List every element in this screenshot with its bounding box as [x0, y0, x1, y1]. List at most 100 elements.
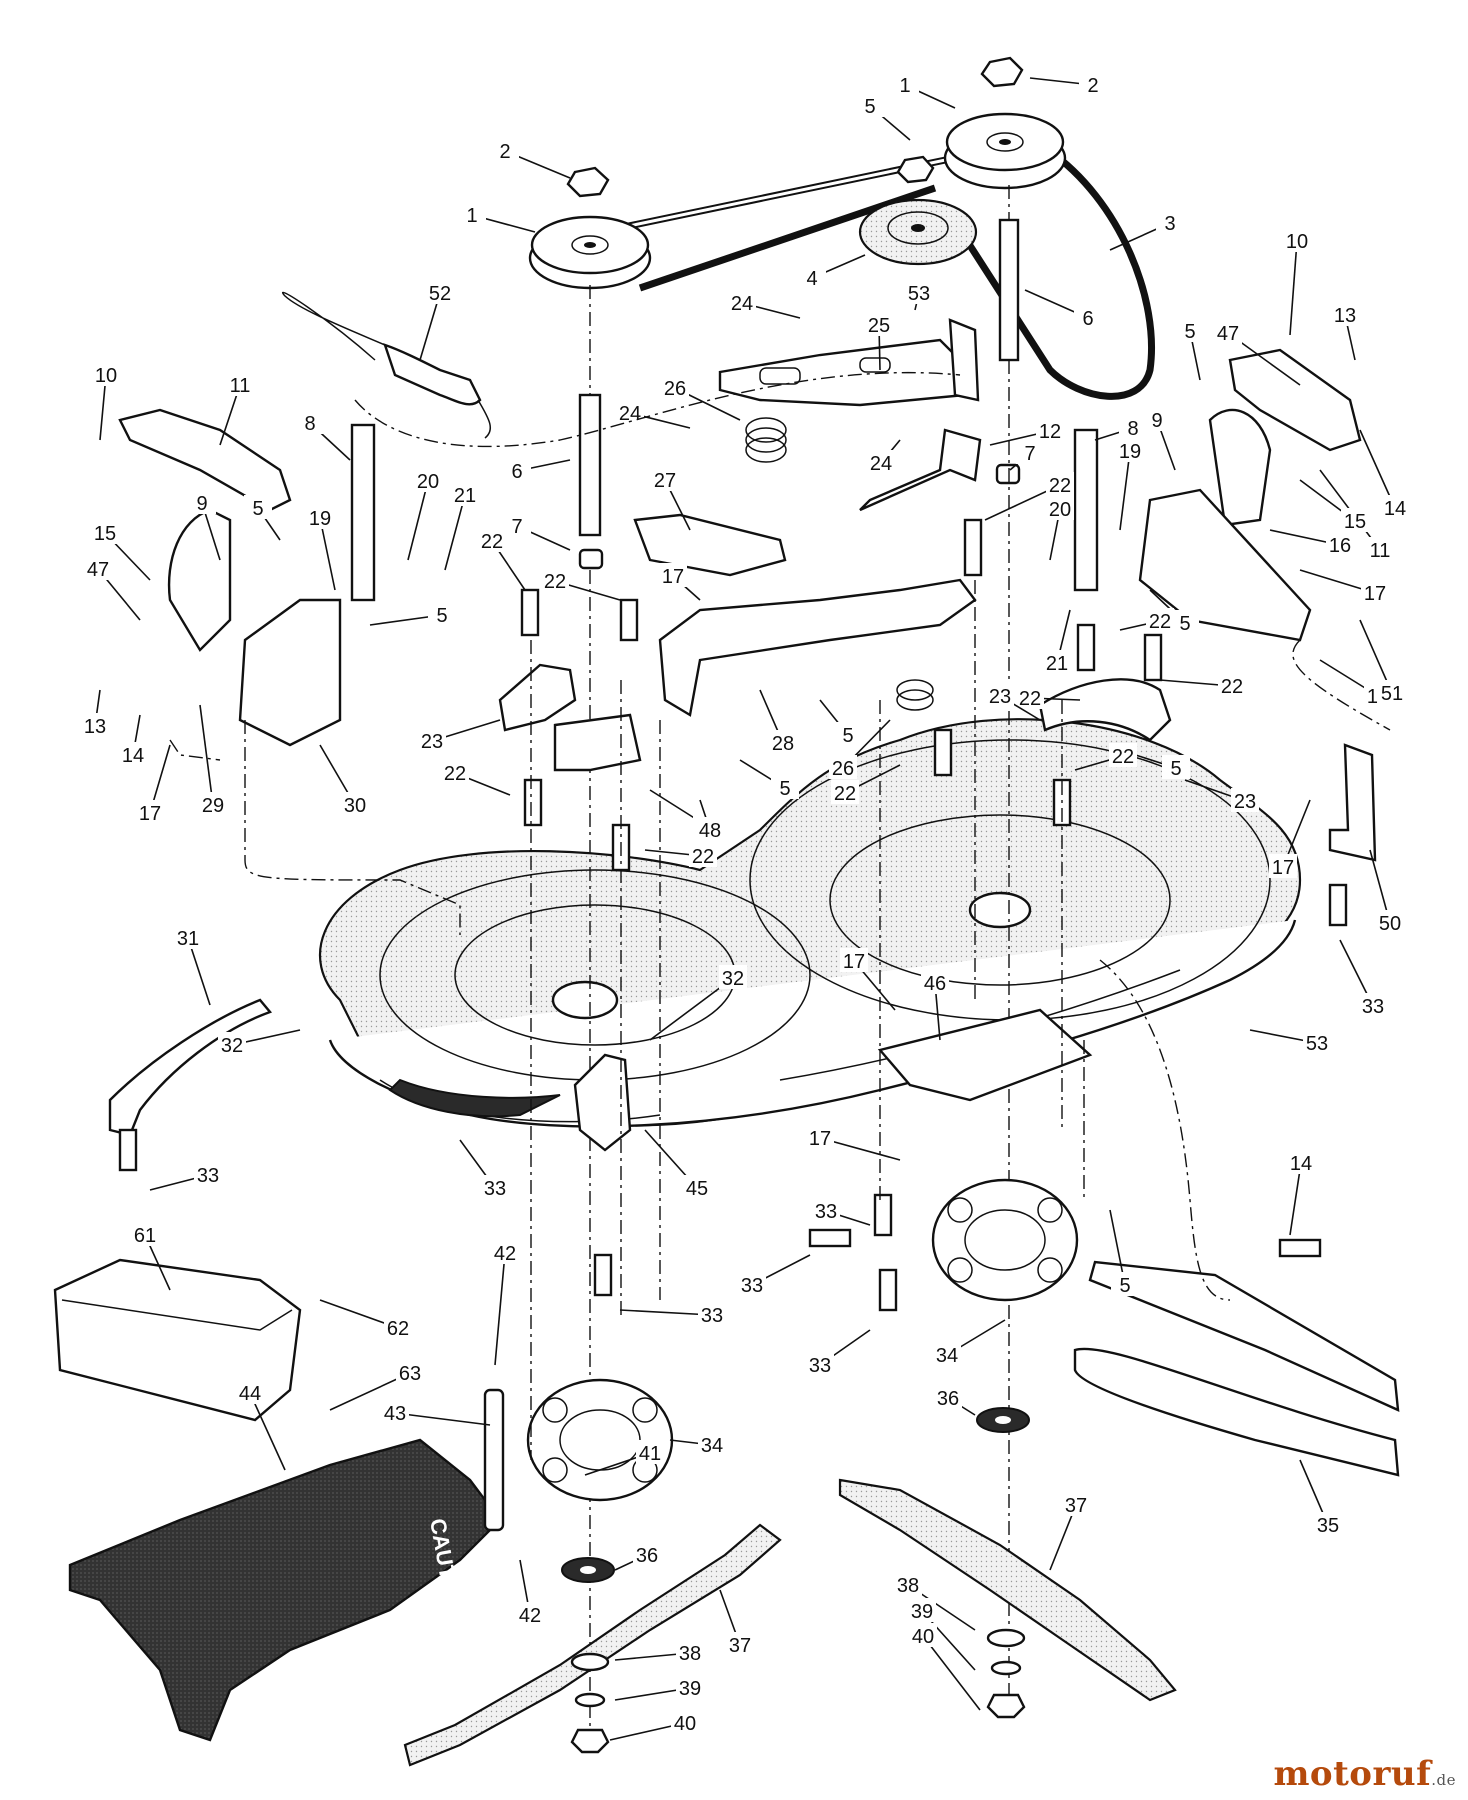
leader-line [319, 517, 336, 591]
part-number-label: 24 [731, 293, 753, 315]
label-background [218, 1032, 246, 1056]
part-number-label: 33 [197, 1165, 219, 1187]
label-background [226, 372, 254, 396]
part-number-label: 42 [494, 1243, 516, 1265]
part-number-label: 39 [911, 1601, 933, 1623]
label-background [1146, 608, 1174, 632]
label-background [81, 713, 109, 737]
label-background [1046, 472, 1074, 496]
part-number-label: 17 [662, 566, 684, 588]
part-number-label: 40 [674, 1713, 696, 1735]
label-background [1176, 318, 1204, 342]
part-number-label: 52 [429, 283, 451, 305]
label-background [306, 505, 334, 529]
label-background [905, 280, 933, 304]
label-background [458, 202, 486, 226]
part-number-label: 53 [1306, 1033, 1328, 1055]
label-background [1119, 415, 1147, 439]
pivot-rod [483, 1388, 505, 1532]
part-number-label: 9 [196, 493, 207, 515]
part-number-label: 33 [701, 1305, 723, 1327]
part-number-label: 8 [304, 413, 315, 435]
part-number-label: 5 [779, 778, 790, 800]
label-background [341, 792, 369, 816]
blade-washers-right [986, 1628, 1026, 1719]
label-background [503, 458, 531, 482]
label-background [236, 1380, 264, 1404]
label-background [1016, 685, 1044, 709]
label-background [418, 728, 446, 752]
blade-washers-left [570, 1652, 610, 1754]
bracket-28 [658, 578, 977, 717]
label-background [1269, 854, 1297, 878]
label-background [1366, 537, 1394, 561]
assembly-connector-lines [169, 371, 1391, 1460]
label-background [676, 1675, 704, 1699]
label-background [834, 722, 862, 746]
tension-spring [282, 291, 492, 439]
label-background [738, 1272, 766, 1296]
label-background [894, 1572, 922, 1596]
label-background [491, 1240, 519, 1264]
label-background [671, 1710, 699, 1734]
part-number-label: 3 [1164, 213, 1175, 235]
chute-deflector-bracket [108, 998, 273, 1137]
label-background [661, 375, 689, 399]
label-background [1361, 580, 1389, 604]
bracket-46 [877, 1008, 1093, 1102]
label-background [933, 1342, 961, 1366]
label-background [636, 1440, 664, 1464]
part-number-label: 22 [1019, 688, 1041, 710]
label-background [698, 1432, 726, 1456]
label-background [1376, 910, 1404, 934]
part-number-label: 12 [1039, 421, 1061, 443]
leader-line [249, 1392, 286, 1471]
label-background [1162, 755, 1190, 779]
part-number-label: 33 [1362, 996, 1384, 1018]
part-number-label: 47 [1217, 323, 1239, 345]
torsion-spring [745, 417, 934, 711]
part-number-label: 17 [139, 803, 161, 825]
label-background [414, 468, 442, 492]
bearing-right [976, 1407, 1030, 1433]
part-number-label: 26 [832, 758, 854, 780]
label-background [194, 1162, 222, 1186]
part-number-label: 2 [1087, 75, 1098, 97]
part-number-label: 30 [344, 795, 366, 817]
part-number-label: 13 [84, 716, 106, 738]
blade-right [838, 1478, 1177, 1702]
label-background [1331, 302, 1359, 326]
label-background [798, 265, 826, 289]
part-number-label: 27 [654, 470, 676, 492]
label-background [481, 1175, 509, 1199]
part-number-label: 23 [1234, 791, 1256, 813]
part-number-label: 63 [399, 1363, 421, 1385]
part-number-label: 46 [924, 973, 946, 995]
label-background [1116, 438, 1144, 462]
part-number-label: 34 [936, 1345, 958, 1367]
part-number-label: 38 [897, 1575, 919, 1597]
label-background [986, 683, 1014, 707]
part-number-label: 28 [772, 733, 794, 755]
part-number-label: 5 [842, 725, 853, 747]
label-background [119, 742, 147, 766]
deck-hanger-35 [1088, 1260, 1400, 1412]
part-number-label: 32 [722, 968, 744, 990]
part-number-label: 22 [444, 763, 466, 785]
part-number-label: 1 [899, 75, 910, 97]
label-background [806, 1352, 834, 1376]
leader-line [1289, 1162, 1302, 1236]
bolts [118, 518, 1348, 1312]
part-number-label: 43 [384, 1403, 406, 1425]
label-background [840, 948, 868, 972]
label-background [651, 467, 679, 491]
label-background [92, 362, 120, 386]
label-background [1156, 210, 1184, 234]
label-background [1314, 1512, 1342, 1536]
part-number-label: 33 [809, 1355, 831, 1377]
part-number-label: 62 [387, 1318, 409, 1340]
part-number-label: 33 [741, 1275, 763, 1297]
part-number-label: 7 [511, 516, 522, 538]
leader-line [1119, 450, 1131, 531]
part-number-label: 26 [664, 378, 686, 400]
